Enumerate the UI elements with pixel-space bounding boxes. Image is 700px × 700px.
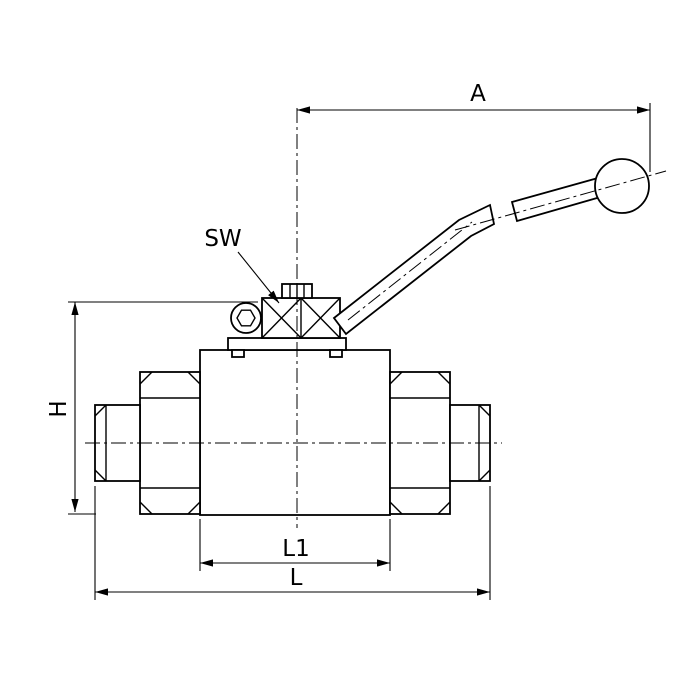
chamfer <box>187 371 201 385</box>
hex-flats <box>236 309 256 327</box>
flange-tab-right <box>329 349 343 358</box>
handle-grip-ball <box>594 158 650 214</box>
leader-line <box>237 251 280 304</box>
dimension-l: L <box>94 486 491 600</box>
handle-axis-upper <box>454 170 667 231</box>
valve-assembly <box>94 158 650 516</box>
dimensions: A SW H L1 L <box>46 81 651 600</box>
sw-callout: SW <box>204 226 280 304</box>
handle-upper-arm <box>510 176 606 223</box>
gland-cross <box>261 297 302 339</box>
chamfer <box>139 371 153 385</box>
chamfer <box>437 501 451 515</box>
dimension-l1: L1 <box>199 519 391 571</box>
chamfer <box>478 404 491 417</box>
chamfer <box>478 469 491 482</box>
chamfer <box>187 501 201 515</box>
dim-label-h: H <box>46 400 72 417</box>
chamfer <box>389 371 403 385</box>
dim-label-a: A <box>470 81 486 107</box>
handle <box>332 158 650 336</box>
chamfer <box>389 501 403 515</box>
chamfer <box>139 501 153 515</box>
flange-tab-left <box>231 349 245 358</box>
dimension-h: H <box>46 301 258 515</box>
centerlines <box>85 108 667 528</box>
valve-body <box>199 349 391 516</box>
chamfer <box>94 404 107 417</box>
dim-label-l1: L1 <box>282 536 309 562</box>
handle-axis-lower <box>347 221 473 321</box>
handle-lower-arm <box>332 203 496 336</box>
stem-side-hex-nut <box>230 302 262 334</box>
dim-label-l: L <box>290 565 303 591</box>
chamfer <box>437 371 451 385</box>
gland-cross <box>300 297 341 339</box>
stem-gland <box>261 297 341 339</box>
chamfer <box>94 469 107 482</box>
sw-label: SW <box>204 226 241 252</box>
dimension-a: A <box>297 81 651 172</box>
